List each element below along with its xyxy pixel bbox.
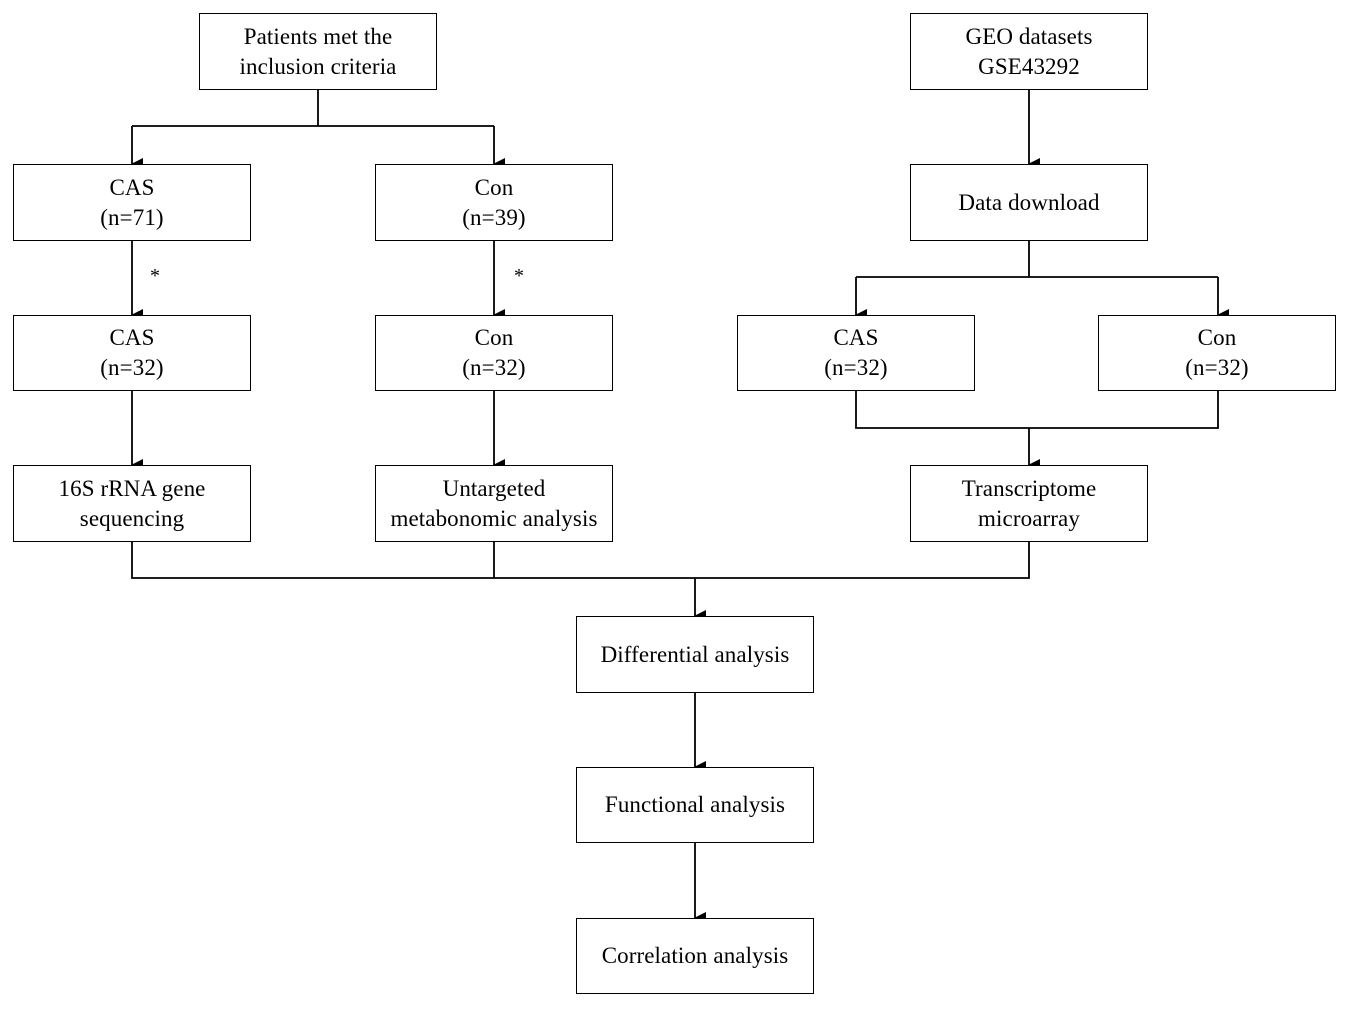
con-32-left-box: Con (n=32) — [375, 315, 613, 391]
data-download-box: Data download — [910, 164, 1148, 241]
geo-datasets-box-line1: GEO datasets — [965, 23, 1093, 49]
functional-analysis-box: Functional analysis — [576, 767, 814, 843]
transcriptome-microarray-box-line2: microarray — [978, 505, 1080, 531]
connector-download-split — [856, 240, 1218, 278]
correlation-analysis-box-line1: Correlation analysis — [601, 943, 789, 968]
con-39-box-line1: Con — [474, 174, 514, 200]
geo-datasets-box: GEO datasets GSE43292 — [910, 13, 1148, 90]
untargeted-metabonomic-box-line1: Untargeted — [442, 475, 546, 501]
cas-71-box-line2: (n=71) — [100, 204, 164, 230]
connector-geo-merge — [855, 390, 1219, 429]
con-39-box: Con (n=39) — [375, 164, 613, 241]
differential-analysis-box: Differential analysis — [576, 616, 814, 693]
untargeted-metabonomic-box: Untargeted metabonomic analysis — [375, 465, 613, 542]
rrna-sequencing-box-line2: sequencing — [79, 505, 185, 531]
correlation-analysis-box: Correlation analysis — [576, 918, 814, 994]
patients-box-line1: Patients met the — [243, 23, 393, 49]
con-32-geo-box-line2: (n=32) — [1185, 355, 1249, 380]
data-download-box-line1: Data download — [958, 189, 1100, 215]
cas-32-left-box-line1: CAS — [109, 325, 155, 350]
cas-32-geo-box-line1: CAS — [833, 325, 879, 350]
rrna-sequencing-box: 16S rRNA gene sequencing — [13, 465, 251, 542]
con-32-left-box-line2: (n=32) — [462, 355, 526, 380]
screening-star-right: * — [514, 265, 524, 287]
functional-analysis-box-line1: Functional analysis — [604, 792, 786, 817]
screening-star-left: * — [150, 265, 160, 287]
geo-datasets-box-line2: GSE43292 — [978, 53, 1080, 79]
connector-analyses-merge — [131, 541, 1030, 579]
untargeted-metabonomic-box-line2: metabonomic analysis — [390, 505, 598, 531]
con-32-geo-box: Con (n=32) — [1098, 315, 1336, 391]
con-39-box-line2: (n=39) — [462, 204, 526, 230]
cas-32-geo-box-line2: (n=32) — [824, 355, 888, 380]
con-32-left-box-line1: Con — [474, 325, 514, 350]
con-32-geo-box-line1: Con — [1197, 325, 1237, 350]
cas-32-left-box-line2: (n=32) — [100, 355, 164, 380]
transcriptome-microarray-box-line1: Transcriptome — [961, 475, 1097, 501]
patients-box: Patients met the inclusion criteria — [199, 13, 437, 90]
cas-71-box: CAS (n=71) — [13, 164, 251, 241]
patients-box-line2: inclusion criteria — [239, 53, 397, 79]
connector-patients-split — [132, 89, 494, 127]
cas-32-left-box: CAS (n=32) — [13, 315, 251, 391]
transcriptome-microarray-box: Transcriptome microarray — [910, 465, 1148, 542]
rrna-sequencing-box-line1: 16S rRNA gene — [58, 475, 206, 501]
cas-71-box-line1: CAS — [109, 174, 155, 200]
differential-analysis-box-line1: Differential analysis — [600, 641, 790, 667]
cas-32-geo-box: CAS (n=32) — [737, 315, 975, 391]
